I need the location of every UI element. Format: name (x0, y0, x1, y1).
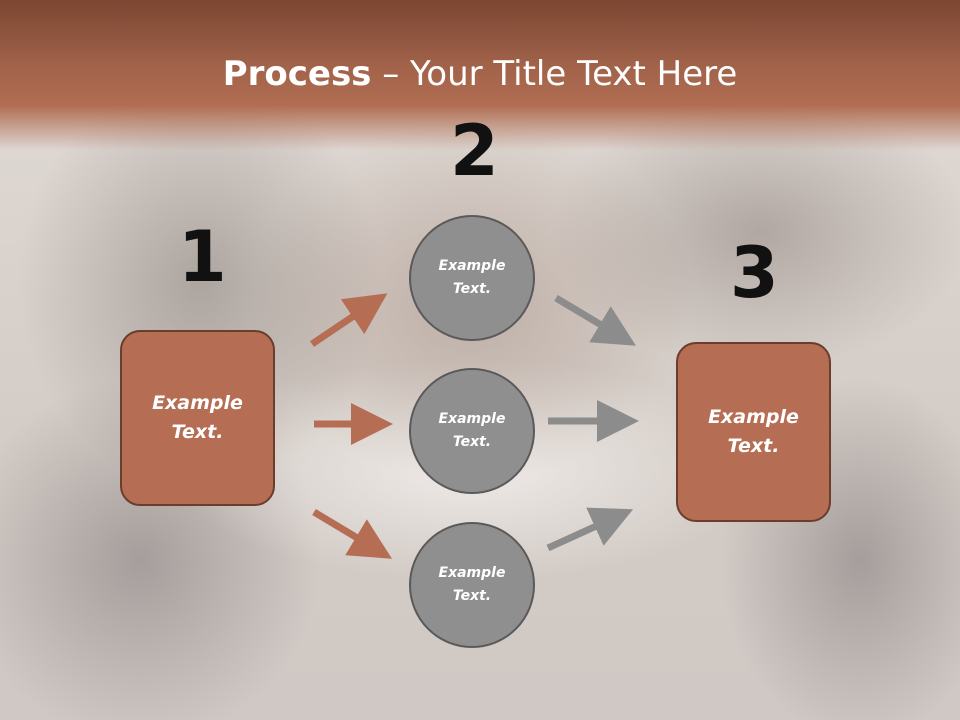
arrow-box1-to-circle3 (312, 508, 393, 559)
step-3-box: Example Text. (676, 342, 831, 522)
header-band (0, 0, 960, 150)
step-2-circle-1: Example Text. (409, 215, 535, 341)
step-number-1: 1 (178, 216, 227, 298)
step-2-circle-2: Example Text. (409, 368, 535, 494)
step-2-circle-2-label: Example Text. (438, 411, 506, 450)
title-bold: Process (222, 54, 372, 94)
step-number-2: 2 (450, 110, 499, 192)
step-2-circle-3-label: Example Text. (438, 565, 506, 604)
arrow-box1-to-circle1 (310, 293, 388, 347)
step-2-circle-3: Example Text. (409, 522, 535, 648)
step-1-label: Example Text. (152, 392, 243, 443)
title-rest: – Your Title Text Here (371, 54, 738, 94)
step-1-box: Example Text. (120, 330, 275, 506)
arrow-circle3-to-box3 (546, 507, 634, 552)
step-number-3: 3 (730, 232, 779, 314)
step-2-circle-1-label: Example Text. (438, 258, 506, 297)
arrow-circle1-to-box3 (554, 294, 637, 346)
step-3-label: Example Text. (708, 406, 799, 457)
slide-title: Process – Your Title Text Here (0, 52, 960, 96)
